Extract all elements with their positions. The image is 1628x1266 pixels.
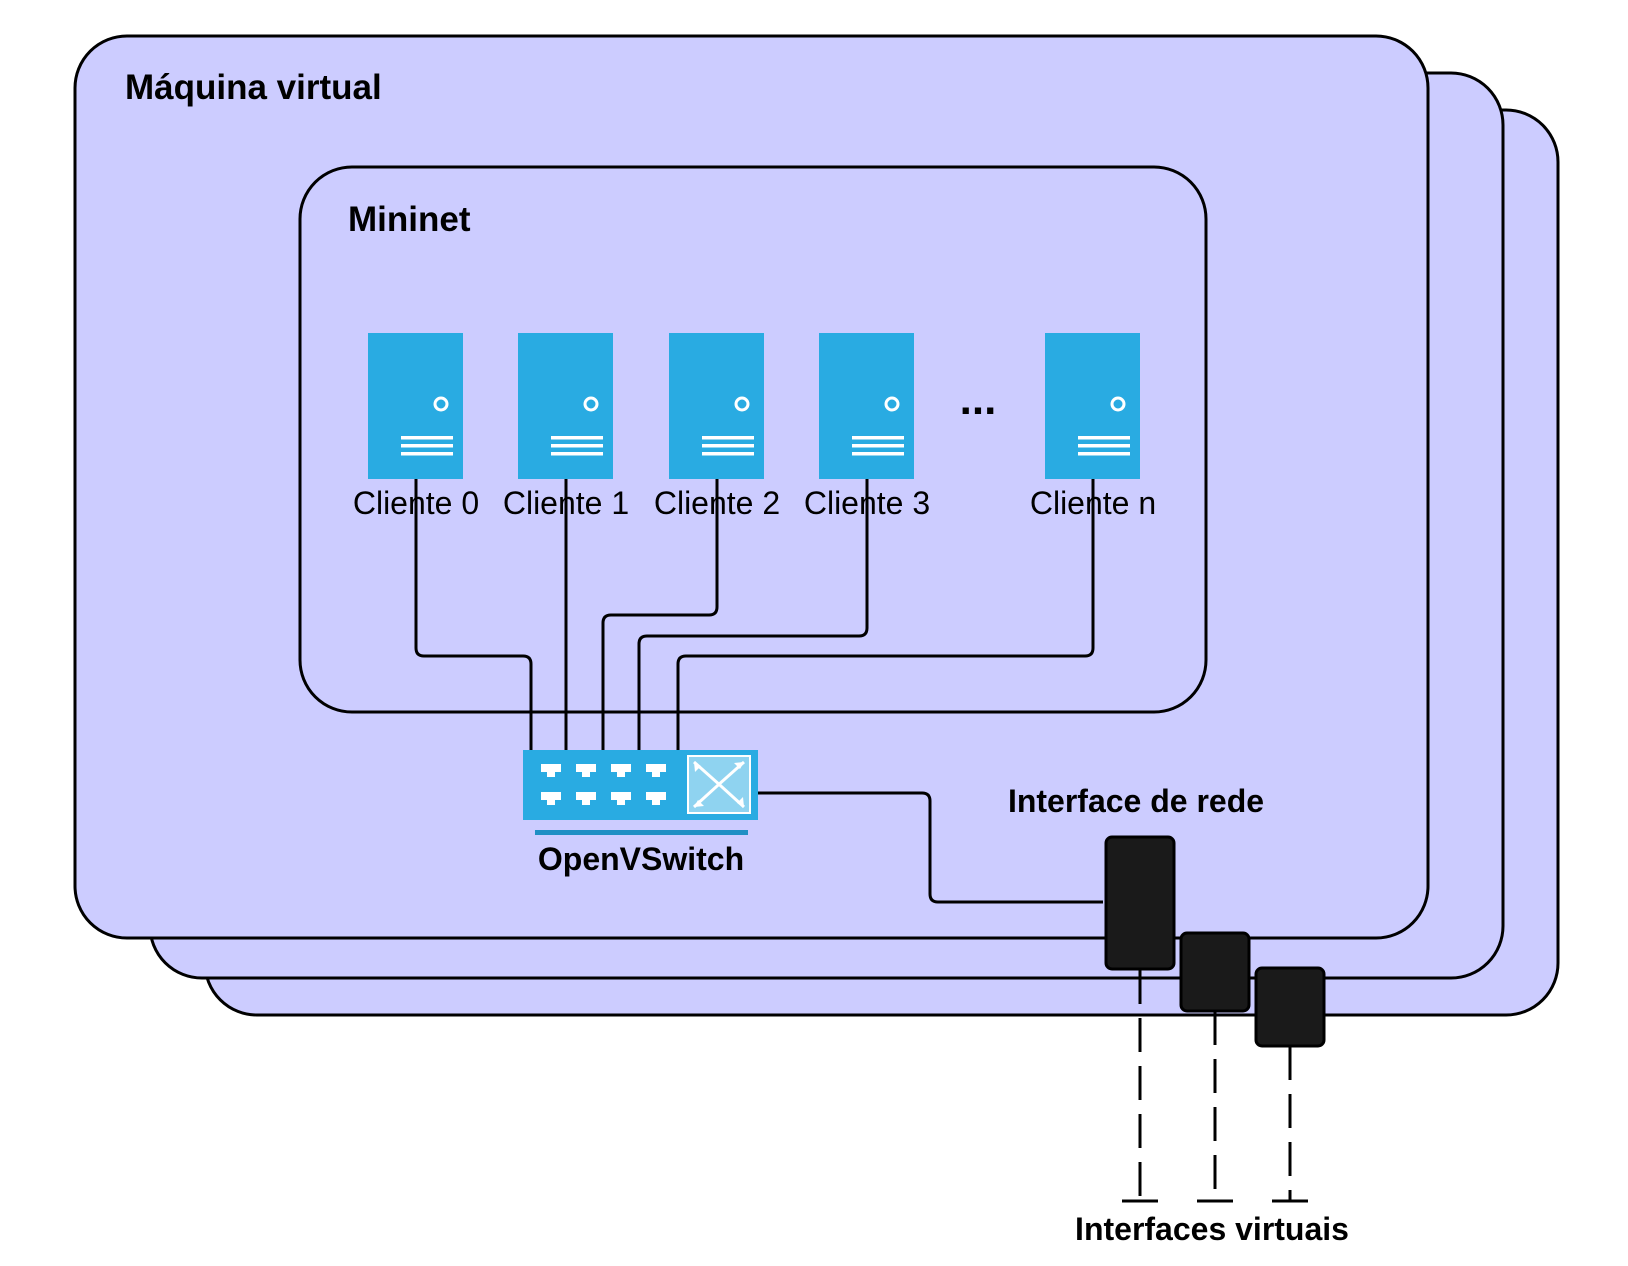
label-cliente-n: Cliente n <box>1030 485 1156 521</box>
label-cliente-0: Cliente 0 <box>353 485 479 521</box>
server-icon <box>368 333 463 479</box>
server-cliente-3 <box>819 333 914 479</box>
openvswitch: OpenVSwitch <box>523 750 758 877</box>
mininet-title: Mininet <box>348 200 471 239</box>
server-icon <box>819 333 914 479</box>
link-cliente-0 <box>414 478 533 750</box>
server-icon <box>1045 333 1140 479</box>
virtual-interfaces-label: Interfaces virtuais <box>1075 1211 1349 1247</box>
client-links <box>414 478 1103 904</box>
server-cliente-1 <box>518 333 613 479</box>
virtual-interface-links <box>1122 970 1308 1203</box>
switch-label: OpenVSwitch <box>538 841 744 877</box>
server-icon <box>669 333 764 479</box>
server-icon <box>518 333 613 479</box>
nic-label: Interface de rede <box>1008 783 1264 819</box>
label-cliente-2: Cliente 2 <box>654 485 780 521</box>
server-cliente-0 <box>368 333 463 479</box>
link-cliente-n <box>676 478 1095 750</box>
network-interface-icon <box>1104 835 1176 971</box>
network-interface-icon <box>1179 931 1251 1013</box>
link-cliente-3 <box>637 478 869 750</box>
label-cliente-1: Cliente 1 <box>503 485 629 521</box>
mininet-box <box>298 165 1208 714</box>
network-switch-icon <box>523 750 758 835</box>
vm-title: Máquina virtual <box>125 68 382 107</box>
clients-ellipsis: ... <box>960 375 997 424</box>
link-cliente-2 <box>601 478 719 750</box>
link-switch-nic <box>758 791 1103 904</box>
server-cliente-2 <box>669 333 764 479</box>
network-interface-icon <box>1254 966 1326 1048</box>
server-cliente-n <box>1045 333 1140 479</box>
label-cliente-3: Cliente 3 <box>804 485 930 521</box>
